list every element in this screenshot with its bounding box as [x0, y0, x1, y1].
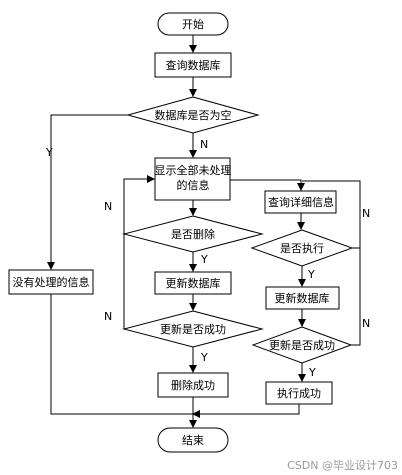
- show-label-2: 的信息: [177, 178, 210, 192]
- yn-delete-yes: Y: [200, 253, 208, 266]
- watermark: CSDN @毕业设计703: [287, 459, 398, 472]
- no-info-label: 没有处理的信息: [13, 275, 90, 289]
- edge-execok-end: [192, 404, 300, 418]
- yn-exec-no: N: [362, 207, 370, 220]
- delete-ok-label: 删除成功: [171, 378, 215, 392]
- yn-empty-no: N: [200, 138, 208, 151]
- yn-okleft-yes: Y: [200, 351, 208, 364]
- query-db-label: 查询数据库: [166, 58, 221, 72]
- edge-noinfo-end: [50, 294, 193, 415]
- is-execute-label: 是否执行: [280, 241, 324, 255]
- end-label: 结束: [182, 434, 204, 447]
- execute-ok-label: 执行成功: [277, 386, 321, 400]
- end-terminal: [157, 427, 229, 453]
- edge-empty-yes: [47, 114, 128, 270]
- yn-okright-yes: Y: [308, 366, 316, 379]
- start-label: 开始: [182, 17, 204, 31]
- yn-okright-no: N: [362, 317, 370, 330]
- yn-okleft-no: N: [104, 310, 112, 323]
- no-info-box: [8, 269, 94, 295]
- query-db-box: [154, 52, 232, 78]
- yn-delete-no: N: [104, 200, 112, 213]
- edge-right-loop: [302, 180, 361, 346]
- yn-empty-yes: Y: [45, 146, 53, 159]
- edge-delete-no: [123, 175, 155, 234]
- query-detail-label: 查询详细信息: [268, 195, 334, 209]
- is-delete-label: 是否删除: [171, 227, 215, 241]
- delete-ok-box: [157, 372, 229, 398]
- update-db-right-label: 更新数据库: [275, 291, 330, 305]
- update-db-left-label: 更新数据库: [166, 276, 221, 290]
- yn-exec-yes: Y: [307, 268, 315, 281]
- db-empty-label: 数据库是否为空: [155, 108, 232, 122]
- update-ok-left-label: 更新是否成功: [160, 322, 226, 336]
- edge-show-detail-2: [264, 179, 305, 191]
- show-label-1: 显示全部未处理: [155, 163, 232, 177]
- show-unprocessed-box: [154, 157, 231, 201]
- update-ok-right-label: 更新是否成功: [269, 338, 335, 352]
